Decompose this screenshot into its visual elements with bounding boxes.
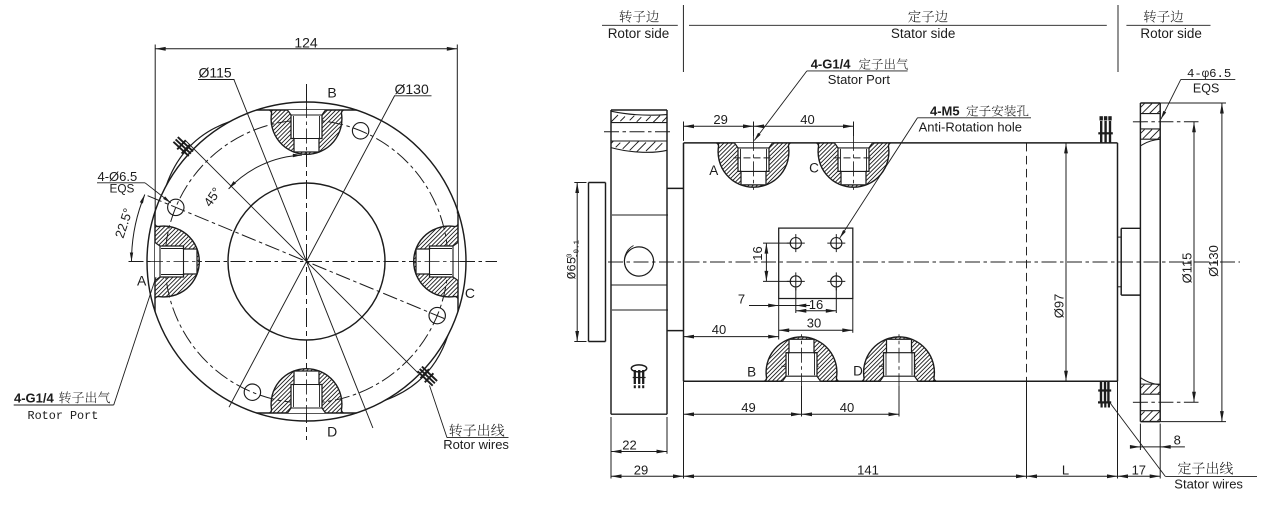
svg-text:Ø65: Ø65 — [566, 257, 580, 280]
svg-text:16: 16 — [809, 297, 823, 312]
svg-text:D: D — [327, 423, 337, 439]
svg-text:Rotor wires: Rotor wires — [443, 437, 509, 452]
svg-text:C: C — [465, 285, 475, 301]
svg-text:D: D — [853, 364, 863, 379]
svg-text:4-G1/4: 4-G1/4 — [811, 57, 852, 72]
svg-text:Stator wires: Stator wires — [1174, 476, 1243, 491]
svg-text:EQS: EQS — [1193, 81, 1219, 95]
svg-text:4-M5: 4-M5 — [930, 104, 960, 119]
svg-text:40: 40 — [840, 400, 854, 415]
svg-text:Ø115: Ø115 — [1180, 253, 1195, 284]
svg-text:Ø130: Ø130 — [1206, 245, 1221, 277]
svg-text:Ø115: Ø115 — [199, 65, 232, 81]
svg-text:16: 16 — [750, 246, 765, 260]
svg-text:8: 8 — [1174, 433, 1181, 448]
svg-text:30: 30 — [807, 316, 821, 331]
svg-text:A: A — [137, 273, 147, 289]
svg-text:Rotor Port: Rotor Port — [28, 409, 99, 423]
svg-text:Rotor side: Rotor side — [608, 26, 670, 41]
svg-text:141: 141 — [857, 462, 879, 477]
svg-text:Ø97: Ø97 — [1052, 294, 1067, 319]
svg-text:Ø130: Ø130 — [395, 81, 429, 97]
svg-text:17: 17 — [1132, 462, 1146, 477]
svg-text:L: L — [1062, 462, 1069, 477]
svg-text:0-0.1: 0-0.1 — [566, 239, 581, 258]
svg-text:7: 7 — [738, 292, 745, 307]
svg-text:49: 49 — [741, 400, 755, 415]
svg-text:C: C — [809, 161, 819, 176]
svg-text:4-G1/4: 4-G1/4 — [14, 390, 55, 405]
svg-text:EQS: EQS — [110, 182, 135, 196]
svg-text:Anti-Rotation hole: Anti-Rotation hole — [919, 119, 1022, 134]
svg-text:40: 40 — [712, 322, 726, 337]
svg-text:29: 29 — [713, 112, 727, 127]
svg-text:B: B — [327, 84, 336, 100]
svg-text:40: 40 — [800, 112, 814, 127]
svg-text:Stator side: Stator side — [891, 26, 956, 41]
svg-text:Rotor side: Rotor side — [1140, 26, 1202, 41]
svg-text:Stator Port: Stator Port — [828, 72, 891, 87]
svg-text:124: 124 — [294, 35, 318, 51]
svg-text:B: B — [747, 365, 756, 380]
svg-text:29: 29 — [634, 462, 648, 477]
svg-text:4-φ6.5: 4-φ6.5 — [1187, 67, 1231, 81]
svg-text:4-Ø6.5: 4-Ø6.5 — [98, 169, 138, 184]
svg-text:A: A — [709, 163, 718, 178]
svg-text:22: 22 — [622, 438, 636, 453]
